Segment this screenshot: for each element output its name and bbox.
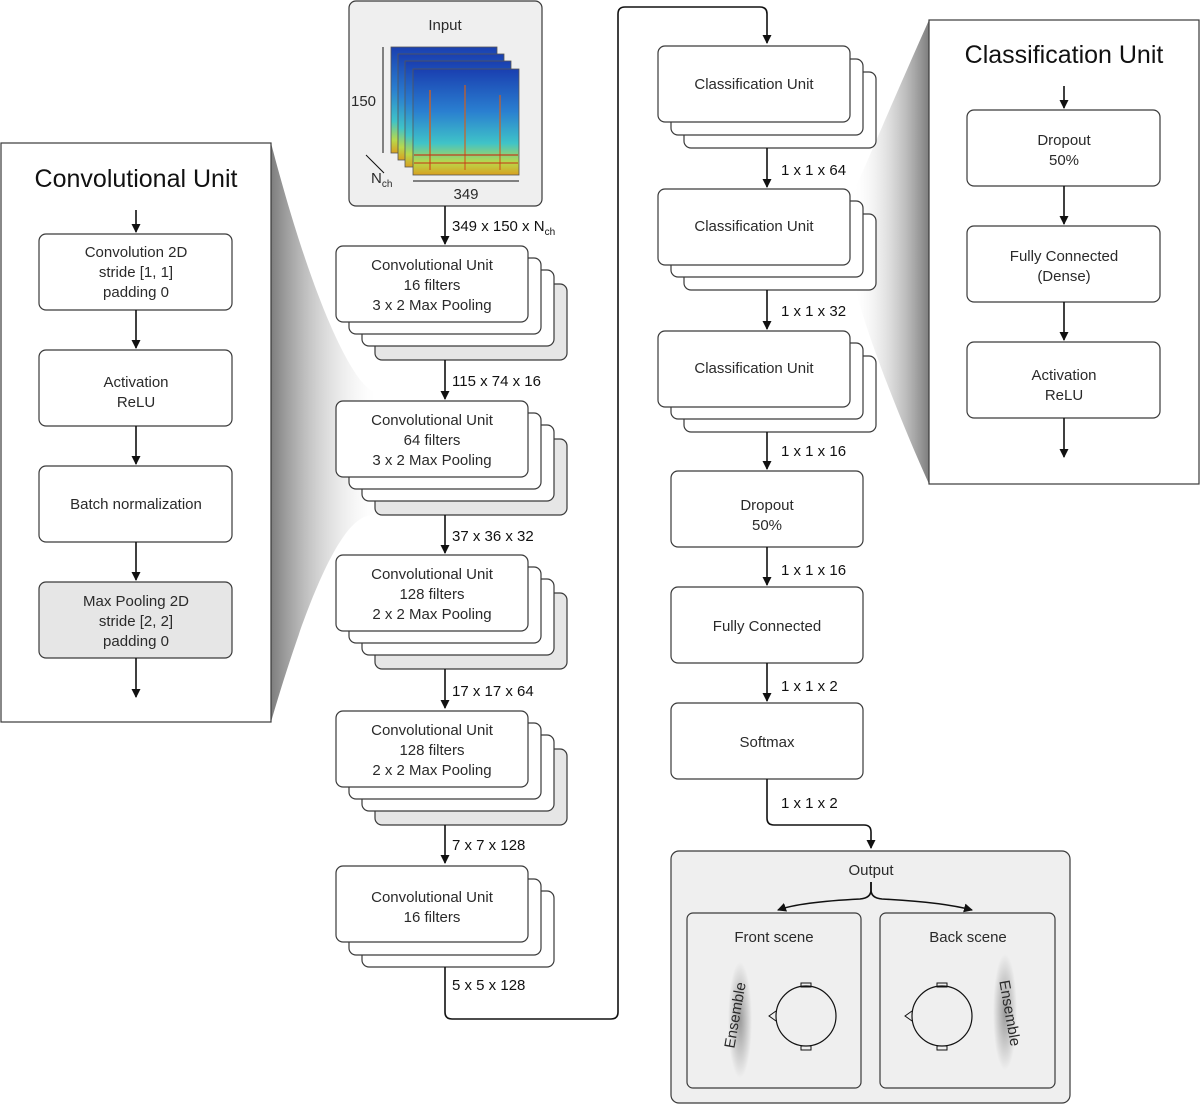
class-activation-line: ReLU (1045, 387, 1083, 404)
ensemble-shade (993, 954, 1017, 1070)
dim-label: 1 x 1 x 64 (781, 162, 846, 179)
class-zoom-fan (856, 20, 929, 484)
dim-sub: ch (545, 227, 556, 238)
width-label: 349 (453, 186, 478, 203)
conv-unit-3-line: Convolutional Unit (371, 566, 494, 583)
dim-label: 5 x 5 x 128 (452, 977, 525, 994)
maxpool-line: Max Pooling 2D (83, 593, 189, 610)
class-dropout-line: Dropout (1037, 132, 1091, 149)
dim-label: 37 x 36 x 32 (452, 528, 534, 545)
channels-dimension-line (365, 154, 385, 174)
conv-unit-5-line: 16 filters (404, 909, 461, 926)
class-dense-line: (Dense) (1037, 268, 1090, 285)
height-label: 150 (351, 93, 376, 110)
spectrogram-stack (390, 46, 520, 176)
front-scene-label: Front scene (734, 929, 813, 946)
activation-line: ReLU (117, 394, 155, 411)
class-unit-2-label: Classification Unit (694, 218, 814, 235)
conv2d-line: padding 0 (103, 284, 169, 301)
output-panel: Output Front scene Ensemble Back scene E… (670, 850, 1071, 1104)
class-dense-line: Fully Connected (1010, 248, 1118, 265)
dim-label: 1 x 1 x 32 (781, 303, 846, 320)
maxpool-line: padding 0 (103, 633, 169, 650)
softmax-label: Softmax (739, 734, 795, 751)
output-label: Output (848, 862, 894, 879)
conv2d-line: Convolution 2D (85, 244, 188, 261)
conv-unit-1-line: 16 filters (404, 277, 461, 294)
input-block: Input 150 Nch 349 (348, 0, 543, 207)
conv-unit-2-line: 64 filters (404, 432, 461, 449)
conv-unit-2-line: Convolutional Unit (371, 412, 494, 429)
conv-unit-box-4 (335, 710, 529, 788)
conv-unit-box-1 (335, 245, 529, 323)
dropout-label: Dropout (740, 497, 794, 514)
dim-label: 1 x 1 x 2 (781, 795, 838, 812)
ensemble-shade (728, 962, 752, 1078)
dim-label: 349 x 150 x Nch (452, 218, 555, 238)
dim-label: 1 x 1 x 16 (781, 562, 846, 579)
class-unit-3-label: Classification Unit (694, 360, 814, 377)
class-activation-line: Activation (1031, 367, 1096, 384)
class-unit-box-2 (657, 188, 851, 266)
output-branch-front (777, 882, 872, 912)
dim-label: 1 x 1 x 16 (781, 443, 846, 460)
conv-unit-box-3 (335, 554, 529, 632)
channels-main: N (371, 170, 382, 187)
conv-unit-2-line: 3 x 2 Max Pooling (372, 452, 491, 469)
back-scene-label: Back scene (929, 929, 1007, 946)
dim-label: 7 x 7 x 128 (452, 837, 525, 854)
conv2d-line: stride [1, 1] (99, 264, 173, 281)
conv-panel-title: Convolutional Unit (35, 165, 238, 193)
head-icon (768, 982, 837, 1051)
conv-unit-box-5 (335, 865, 529, 943)
conv-unit-panel: Convolutional Unit Convolution 2D stride… (0, 142, 272, 723)
conv-unit-1-line: Convolutional Unit (371, 257, 494, 274)
dim-label: 115 x 74 x 16 (452, 373, 541, 390)
conv-unit-4-line: Convolutional Unit (371, 722, 494, 739)
class-unit-panel: Classification Unit Dropout 50% Fully Co… (928, 19, 1200, 485)
dim-label: 17 x 17 x 64 (452, 683, 534, 700)
input-label: Input (428, 17, 462, 34)
dim-label: 1 x 1 x 2 (781, 678, 838, 695)
output-branch-back (870, 882, 973, 913)
dim-main: 349 x 150 x N (452, 218, 545, 235)
batchnorm-label: Batch normalization (70, 496, 202, 513)
conv-unit-5-line: Convolutional Unit (371, 889, 494, 906)
class-unit-box-3 (657, 330, 851, 408)
fully-connected-label: Fully Connected (713, 618, 821, 635)
left-column-flow: 349 x 150 x Nch Convolutional Unit 16 fi… (335, 6, 772, 1020)
class-dropout-line: 50% (1049, 152, 1079, 169)
head-icon (904, 982, 973, 1051)
conv-unit-4-line: 128 filters (399, 742, 464, 759)
dropout-rate: 50% (752, 517, 782, 534)
class-unit-1-label: Classification Unit (694, 76, 814, 93)
class-unit-box-1 (657, 45, 851, 123)
channels-label: Nch (371, 170, 392, 190)
connector-to-output (766, 779, 876, 849)
right-column-flow: Classification Unit 1 x 1 x 64 Classific… (657, 45, 877, 849)
channels-sub: ch (382, 179, 393, 190)
conv-unit-1-line: 3 x 2 Max Pooling (372, 297, 491, 314)
connector-to-classifier (444, 6, 772, 1020)
conv-unit-3-line: 2 x 2 Max Pooling (372, 606, 491, 623)
activation-line: Activation (103, 374, 168, 391)
class-panel-title: Classification Unit (965, 41, 1164, 69)
conv-unit-3-line: 128 filters (399, 586, 464, 603)
conv-unit-4-line: 2 x 2 Max Pooling (372, 762, 491, 779)
conv-unit-box-2 (335, 400, 529, 478)
conv-zoom-fan (271, 143, 375, 722)
maxpool-line: stride [2, 2] (99, 613, 173, 630)
